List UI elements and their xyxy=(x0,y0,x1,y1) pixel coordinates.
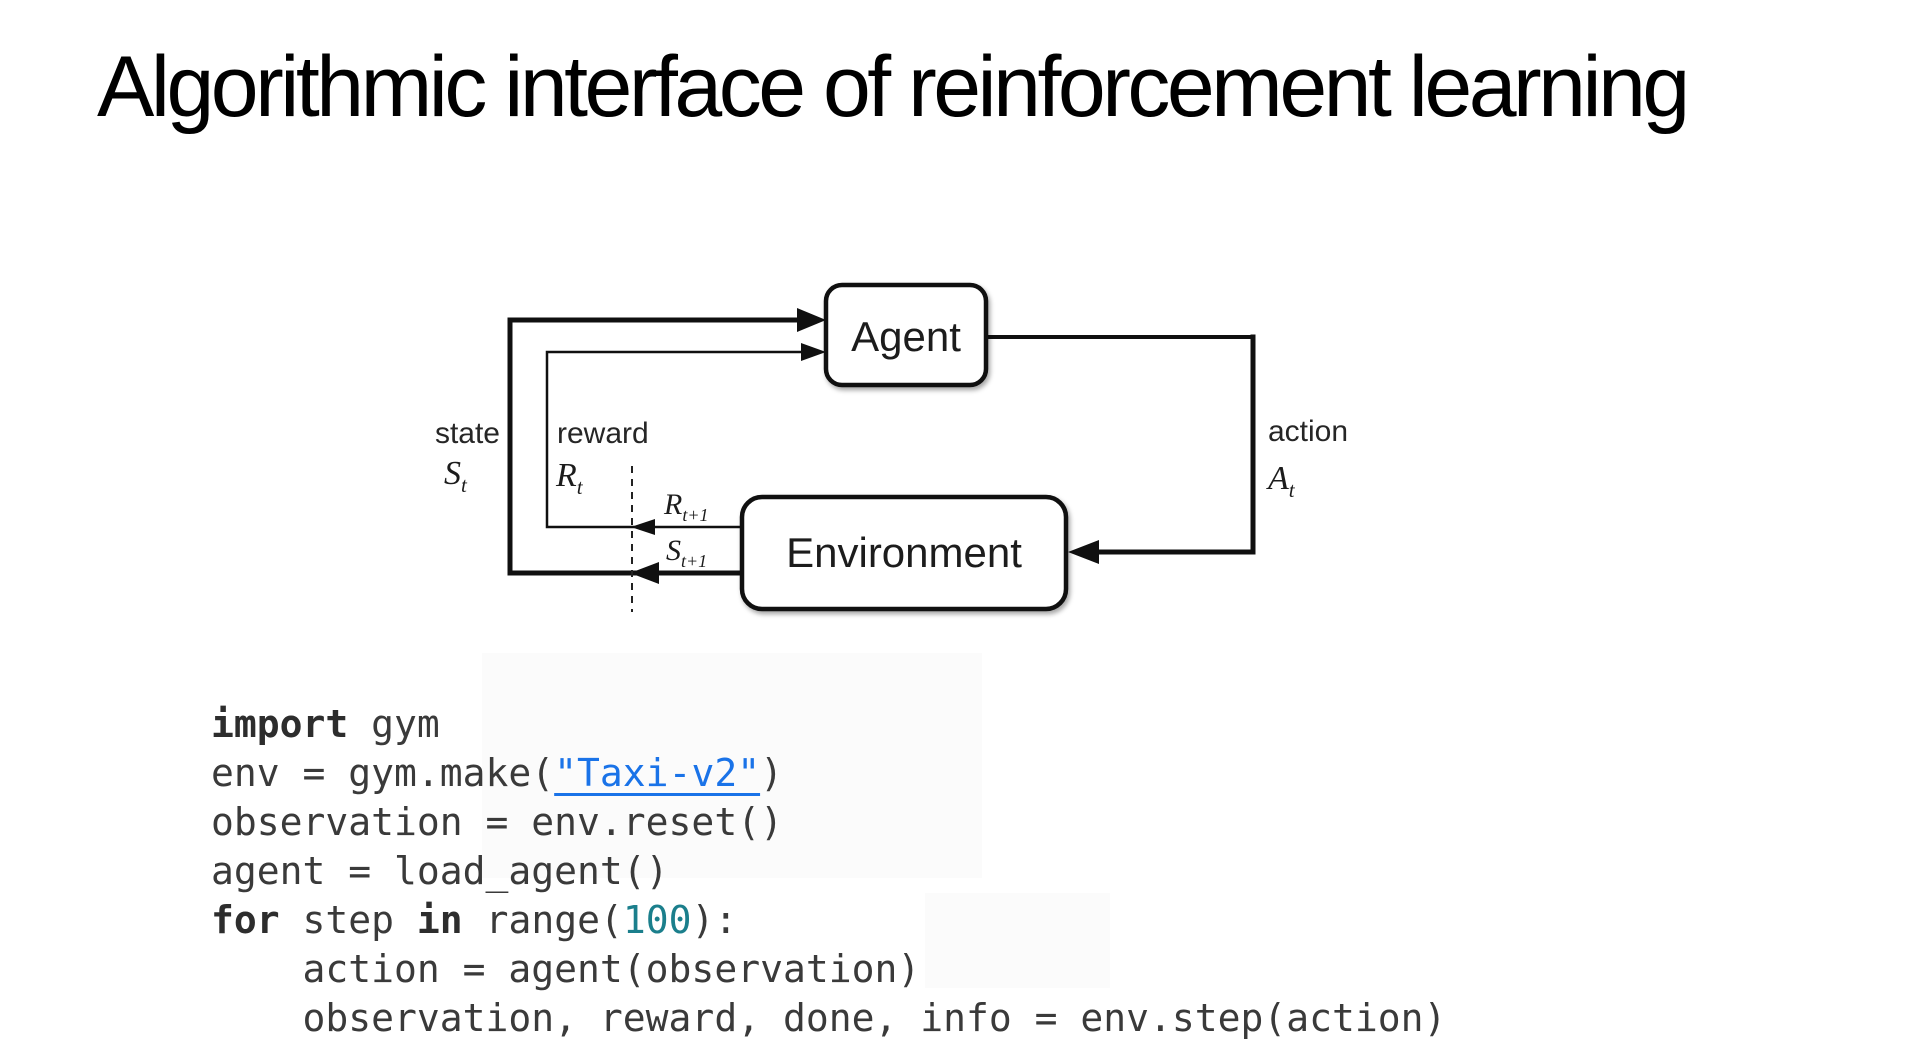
environment-box-label: Environment xyxy=(786,529,1022,576)
state-label: state xyxy=(435,417,500,450)
code-line-load-agent: agent = load_agent() xyxy=(211,847,1446,896)
code-line-for-loop: for step in range(100): xyxy=(211,896,1446,945)
code-text: agent = load_agent() xyxy=(211,849,669,893)
slide-title: Algorithmic interface of reinforcement l… xyxy=(97,39,1690,135)
next-state-symbol: St+1 xyxy=(666,534,707,571)
next-reward-arrowhead xyxy=(631,519,655,535)
reward-into-agent-arrowhead xyxy=(801,343,826,361)
code-keyword-import: import xyxy=(211,702,349,746)
code-line-action-agent: action = agent(observation) xyxy=(211,945,1446,994)
code-line-env-make: env = gym.make("Taxi-v2") xyxy=(211,749,1446,798)
code-line-observation-reset: observation = env.reset() xyxy=(211,798,1446,847)
next-state-arrowhead xyxy=(630,562,659,584)
code-number-literal: 100 xyxy=(622,898,692,942)
reward-symbol: Rt xyxy=(555,457,584,499)
state-symbol: St xyxy=(444,455,468,497)
code-text: gym xyxy=(348,702,440,746)
agent-box-label: Agent xyxy=(851,313,961,360)
code-line-env-step: observation, reward, done, info = env.st… xyxy=(211,994,1447,1043)
next-reward-symbol: Rt+1 xyxy=(663,488,708,525)
taxi-v2-link[interactable]: "Taxi-v2" xyxy=(554,751,761,795)
code-line-import: import gym xyxy=(211,700,1446,749)
agent-box xyxy=(823,282,989,388)
state-into-agent-arrowhead xyxy=(797,308,826,332)
action-into-environment-arrowhead xyxy=(1068,540,1099,564)
background-artifact xyxy=(482,653,982,878)
code-text: observation, reward, done, info = env.st… xyxy=(211,996,1447,1040)
code-keyword-for: for xyxy=(211,898,280,942)
code-text: env = gym.make( xyxy=(211,751,555,795)
action-symbol: At xyxy=(1266,460,1296,502)
reward-label: reward xyxy=(557,417,649,450)
code-text: ) xyxy=(760,751,783,795)
code-text: observation = env.reset() xyxy=(211,800,783,844)
code-text: action = agent(observation) xyxy=(211,947,921,991)
action-line-down xyxy=(1078,334,1256,555)
code-text: step xyxy=(279,898,417,942)
action-label: action xyxy=(1268,415,1348,448)
background-artifact xyxy=(925,893,1110,988)
code-keyword-in: in xyxy=(416,898,463,942)
state-line xyxy=(507,317,798,576)
environment-box xyxy=(739,494,1069,612)
code-snippet: import gym env = gym.make("Taxi-v2") obs… xyxy=(211,700,1446,1043)
code-text: ): xyxy=(691,898,738,942)
code-text: range( xyxy=(462,898,623,942)
